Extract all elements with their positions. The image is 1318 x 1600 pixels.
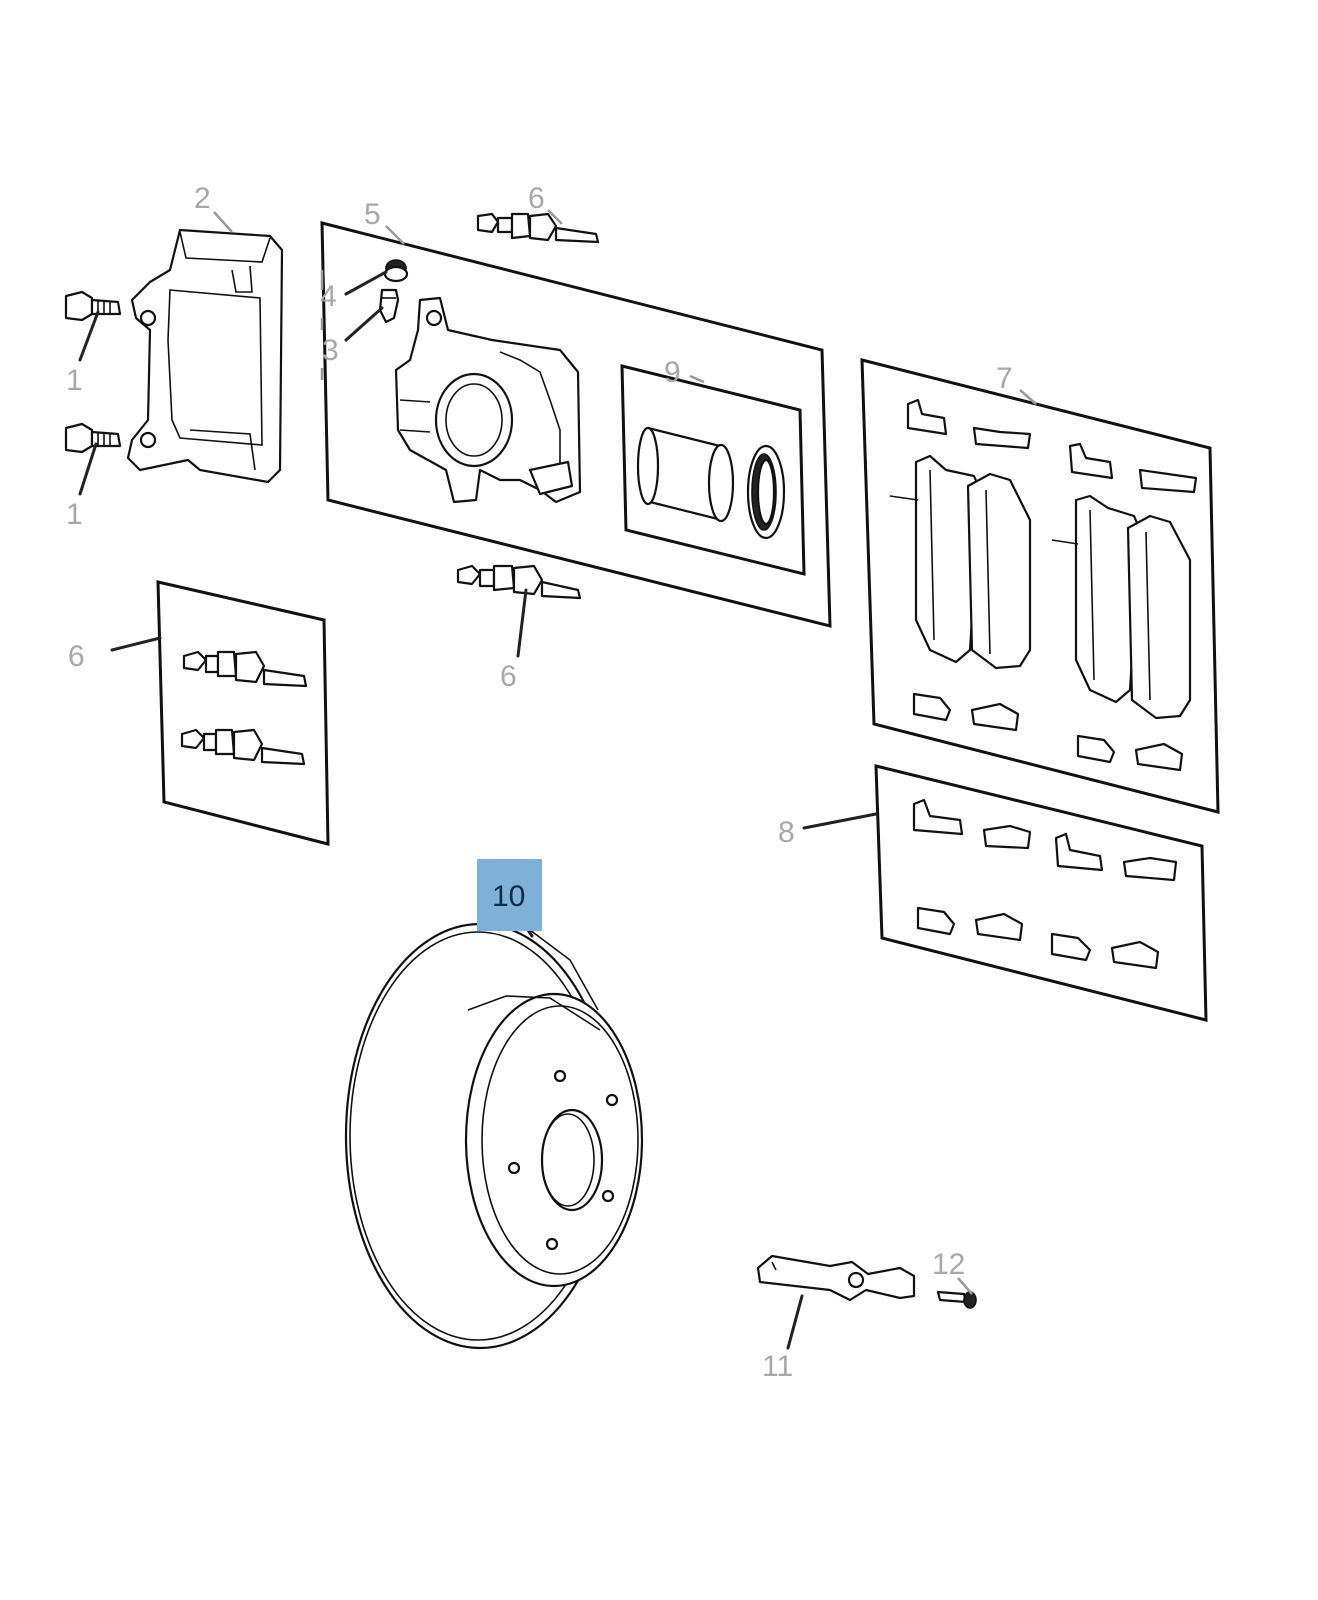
pad-clips-top[interactable] [906, 398, 1198, 494]
callout-4[interactable]: 4 [320, 280, 337, 313]
guide-pin-kit-panel [156, 580, 330, 846]
bracket-bolt-upper[interactable] [64, 290, 122, 322]
caliper-bracket[interactable] [126, 228, 284, 484]
guide-pin-kit-pin-1[interactable] [182, 650, 308, 688]
callout-1-lower[interactable]: 1 [66, 498, 83, 531]
callout-2[interactable]: 2 [194, 182, 211, 215]
sensor-bolt[interactable] [936, 1290, 977, 1309]
callout-9[interactable]: 9 [664, 356, 681, 389]
callout-7[interactable]: 7 [996, 362, 1013, 395]
bleeder-screw[interactable] [378, 288, 400, 324]
leader-lines [78, 209, 1037, 1350]
callout-11[interactable]: 11 [762, 1350, 793, 1383]
clip-kit-clips[interactable] [912, 798, 1178, 970]
bracket-bolt-lower[interactable] [64, 422, 122, 454]
brake-rotor[interactable] [344, 922, 644, 1350]
brake-pad-set-left[interactable] [889, 454, 1032, 670]
callout-10-highlight [477, 859, 542, 931]
guide-pin-kit-pin-2[interactable] [180, 728, 306, 766]
wear-sensor[interactable] [756, 1254, 916, 1302]
callout-12[interactable]: 12 [932, 1248, 965, 1281]
callout-6-bottom[interactable]: 6 [500, 660, 517, 693]
callout-3[interactable]: 3 [322, 334, 339, 367]
guide-pin-top[interactable] [476, 212, 600, 244]
piston-seal[interactable] [746, 444, 786, 540]
pad-clips-bottom[interactable] [912, 692, 1184, 772]
bleeder-cap[interactable] [383, 259, 409, 283]
callout-6-left[interactable]: 6 [68, 640, 85, 673]
callout-10[interactable]: 10 [492, 880, 525, 913]
callout-1-upper[interactable]: 1 [66, 364, 83, 397]
callout-6-top[interactable]: 6 [528, 182, 545, 215]
callout-8[interactable]: 8 [778, 816, 795, 849]
brake-pad-set-right[interactable] [1051, 494, 1192, 720]
caliper-body[interactable] [394, 296, 582, 504]
guide-pin-bottom[interactable] [456, 564, 582, 600]
callout-5[interactable]: 5 [364, 198, 381, 231]
caliper-piston[interactable] [636, 426, 735, 523]
